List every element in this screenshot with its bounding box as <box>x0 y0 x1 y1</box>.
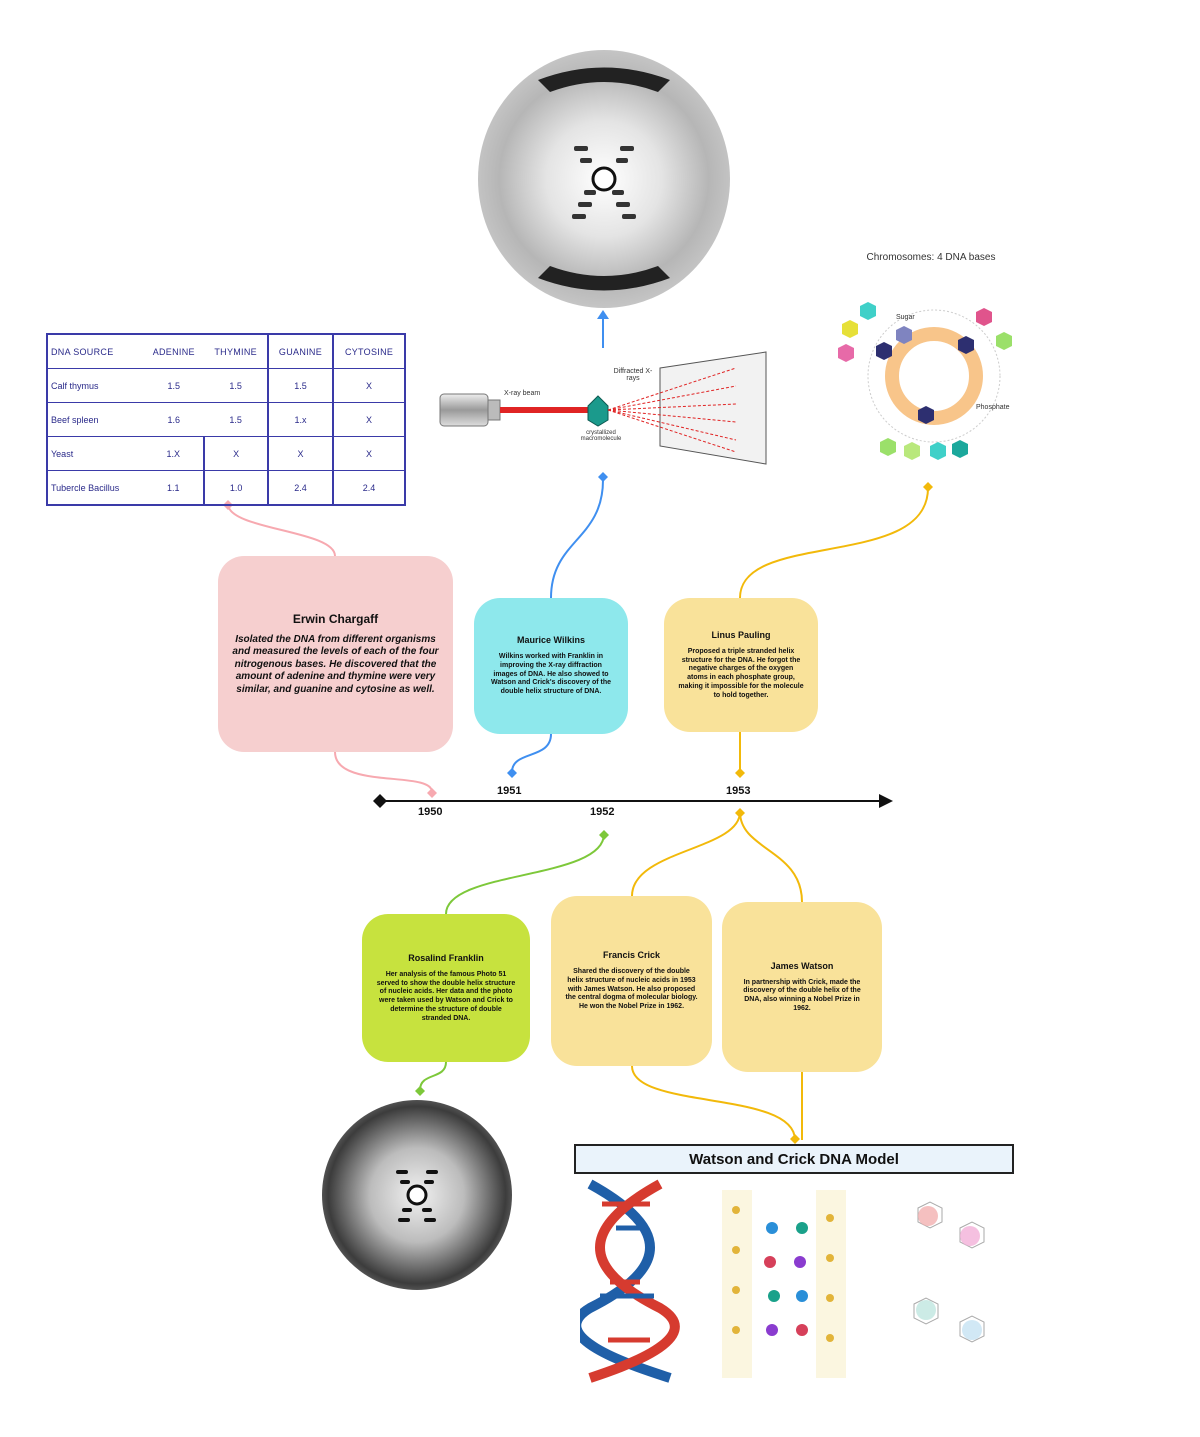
event-name: Linus Pauling <box>711 629 771 640</box>
marker-1953-bottom <box>735 808 745 818</box>
table-cell: Beef spleen <box>47 402 144 437</box>
crystal-label: crystallized macromolecule <box>580 430 622 442</box>
link-crick-model <box>631 1065 796 1141</box>
event-card-watson: James Watson In partnership with Crick, … <box>722 902 882 1072</box>
table-cell: 1.1 <box>143 470 205 506</box>
link-chargaff-timeline <box>334 751 433 793</box>
table-cell: 2.4 <box>332 470 405 506</box>
table-header: THYMINE <box>204 334 268 369</box>
table-cell: 1.6 <box>143 402 205 437</box>
event-description: Proposed a triple stranded helix structu… <box>678 647 804 699</box>
table-cell: 1.x <box>266 402 334 437</box>
table-header: DNA SOURCE <box>47 334 144 369</box>
link-pauling-figure <box>739 487 929 599</box>
timeline-arrowhead <box>879 794 893 808</box>
table-row: Beef spleen 1.6 1.5 1.x X <box>47 402 405 437</box>
event-name: Francis Crick <box>602 950 661 961</box>
table-row: Yeast 1.X X X X <box>47 436 405 471</box>
year-label-1950: 1950 <box>418 806 443 818</box>
xray-diffraction-setup: X-ray beam crystallized macromolecule Di… <box>436 348 776 466</box>
photo-51-franklin-image <box>322 1100 512 1290</box>
marker-photo-arrow <box>597 310 609 319</box>
marker-wilkins-timeline <box>507 768 517 778</box>
event-description: Wilkins worked with Franklin in improvin… <box>490 653 612 696</box>
link-chargaff-table <box>227 503 336 557</box>
event-description: Her analysis of the famous Photo 51 serv… <box>376 970 516 1022</box>
table-header: CYTOSINE <box>332 334 405 369</box>
link-crick <box>631 811 741 897</box>
model-title: Watson and Crick DNA Model <box>574 1144 1014 1174</box>
table-cell: 2.4 <box>266 470 334 506</box>
marker-pauling-timeline <box>735 768 745 778</box>
table-cell: 1.5 <box>204 368 268 403</box>
marker-franklin-timeline <box>599 830 609 840</box>
table-cell: 1.0 <box>203 470 268 506</box>
dna-model-figure <box>571 1178 1020 1384</box>
photo-51-diffraction-image <box>478 50 730 308</box>
event-card-chargaff: Erwin Chargaff Isolated the DNA from dif… <box>218 556 453 752</box>
table-cell: Tubercle Bacillus <box>47 470 144 506</box>
table-row: Tubercle Bacillus 1.1 1.0 2.4 2.4 <box>47 470 405 506</box>
year-label-1952: 1952 <box>590 806 615 818</box>
event-description: In partnership with Crick, made the disc… <box>743 978 861 1012</box>
marker-franklin-photo <box>415 1086 425 1096</box>
table-cell: X <box>332 402 405 437</box>
link-wilkins-timeline <box>511 733 552 773</box>
event-name: Rosalind Franklin <box>408 952 484 963</box>
event-name: Maurice Wilkins <box>517 635 585 646</box>
event-card-crick: Francis Crick Shared the discovery of th… <box>551 896 712 1066</box>
marker-wilkins-setup <box>598 472 608 482</box>
year-label-1951: 1951 <box>497 785 522 797</box>
marker-pauling-figure <box>923 482 933 492</box>
event-card-franklin: Rosalind Franklin Her analysis of the fa… <box>362 914 530 1062</box>
link-franklin-timeline <box>445 833 605 915</box>
dna-bases-figure: Chromosomes: 4 DNA bases Sugar Phosphate <box>826 252 1036 486</box>
table-header: ADENINE <box>143 334 205 369</box>
table-header: GUANINE <box>266 334 334 369</box>
chargaff-base-ratio-table: DNA SOURCE ADENINE THYMINE GUANINE CYTOS… <box>46 333 406 506</box>
table-cell: 1.5 <box>266 368 334 403</box>
table-cell: X <box>332 368 405 403</box>
year-label-1953: 1953 <box>726 785 751 797</box>
event-name: James Watson <box>770 960 834 971</box>
phosphate-label: Phosphate <box>976 404 1010 411</box>
timeline-start-marker <box>373 794 387 808</box>
event-card-wilkins: Maurice Wilkins Wilkins worked with Fran… <box>474 598 628 734</box>
link-franklin-photo <box>419 1061 447 1091</box>
table-cell: 1.X <box>143 436 205 471</box>
table-cell: X <box>266 436 334 471</box>
event-description: Shared the discovery of the double helix… <box>565 968 698 1011</box>
event-name: Erwin Chargaff <box>292 611 379 626</box>
table-cell: 1.5 <box>143 368 205 403</box>
marker-model <box>790 1134 800 1144</box>
table-cell: X <box>332 436 405 471</box>
table-cell: Yeast <box>47 436 144 471</box>
dna-bases-title: Chromosomes: 4 DNA bases <box>866 252 996 263</box>
sugar-label: Sugar <box>896 314 915 321</box>
diffracted-label: Diffracted X-rays <box>613 368 653 382</box>
event-card-pauling: Linus Pauling Proposed a triple stranded… <box>664 598 818 732</box>
table-cell: Calf thymus <box>47 368 144 403</box>
marker-chargaff-timeline <box>427 788 437 798</box>
link-wilkins-setup <box>550 479 604 599</box>
xray-beam-label: X-ray beam <box>504 390 541 397</box>
table-cell: X <box>203 436 268 471</box>
link-watson <box>739 811 803 903</box>
event-description: Isolated the DNA from different organism… <box>232 633 439 695</box>
table-cell: 1.5 <box>204 402 268 437</box>
table-header-row: DNA SOURCE ADENINE THYMINE GUANINE CYTOS… <box>47 334 405 369</box>
table-row: Calf thymus 1.5 1.5 1.5 X <box>47 368 405 403</box>
